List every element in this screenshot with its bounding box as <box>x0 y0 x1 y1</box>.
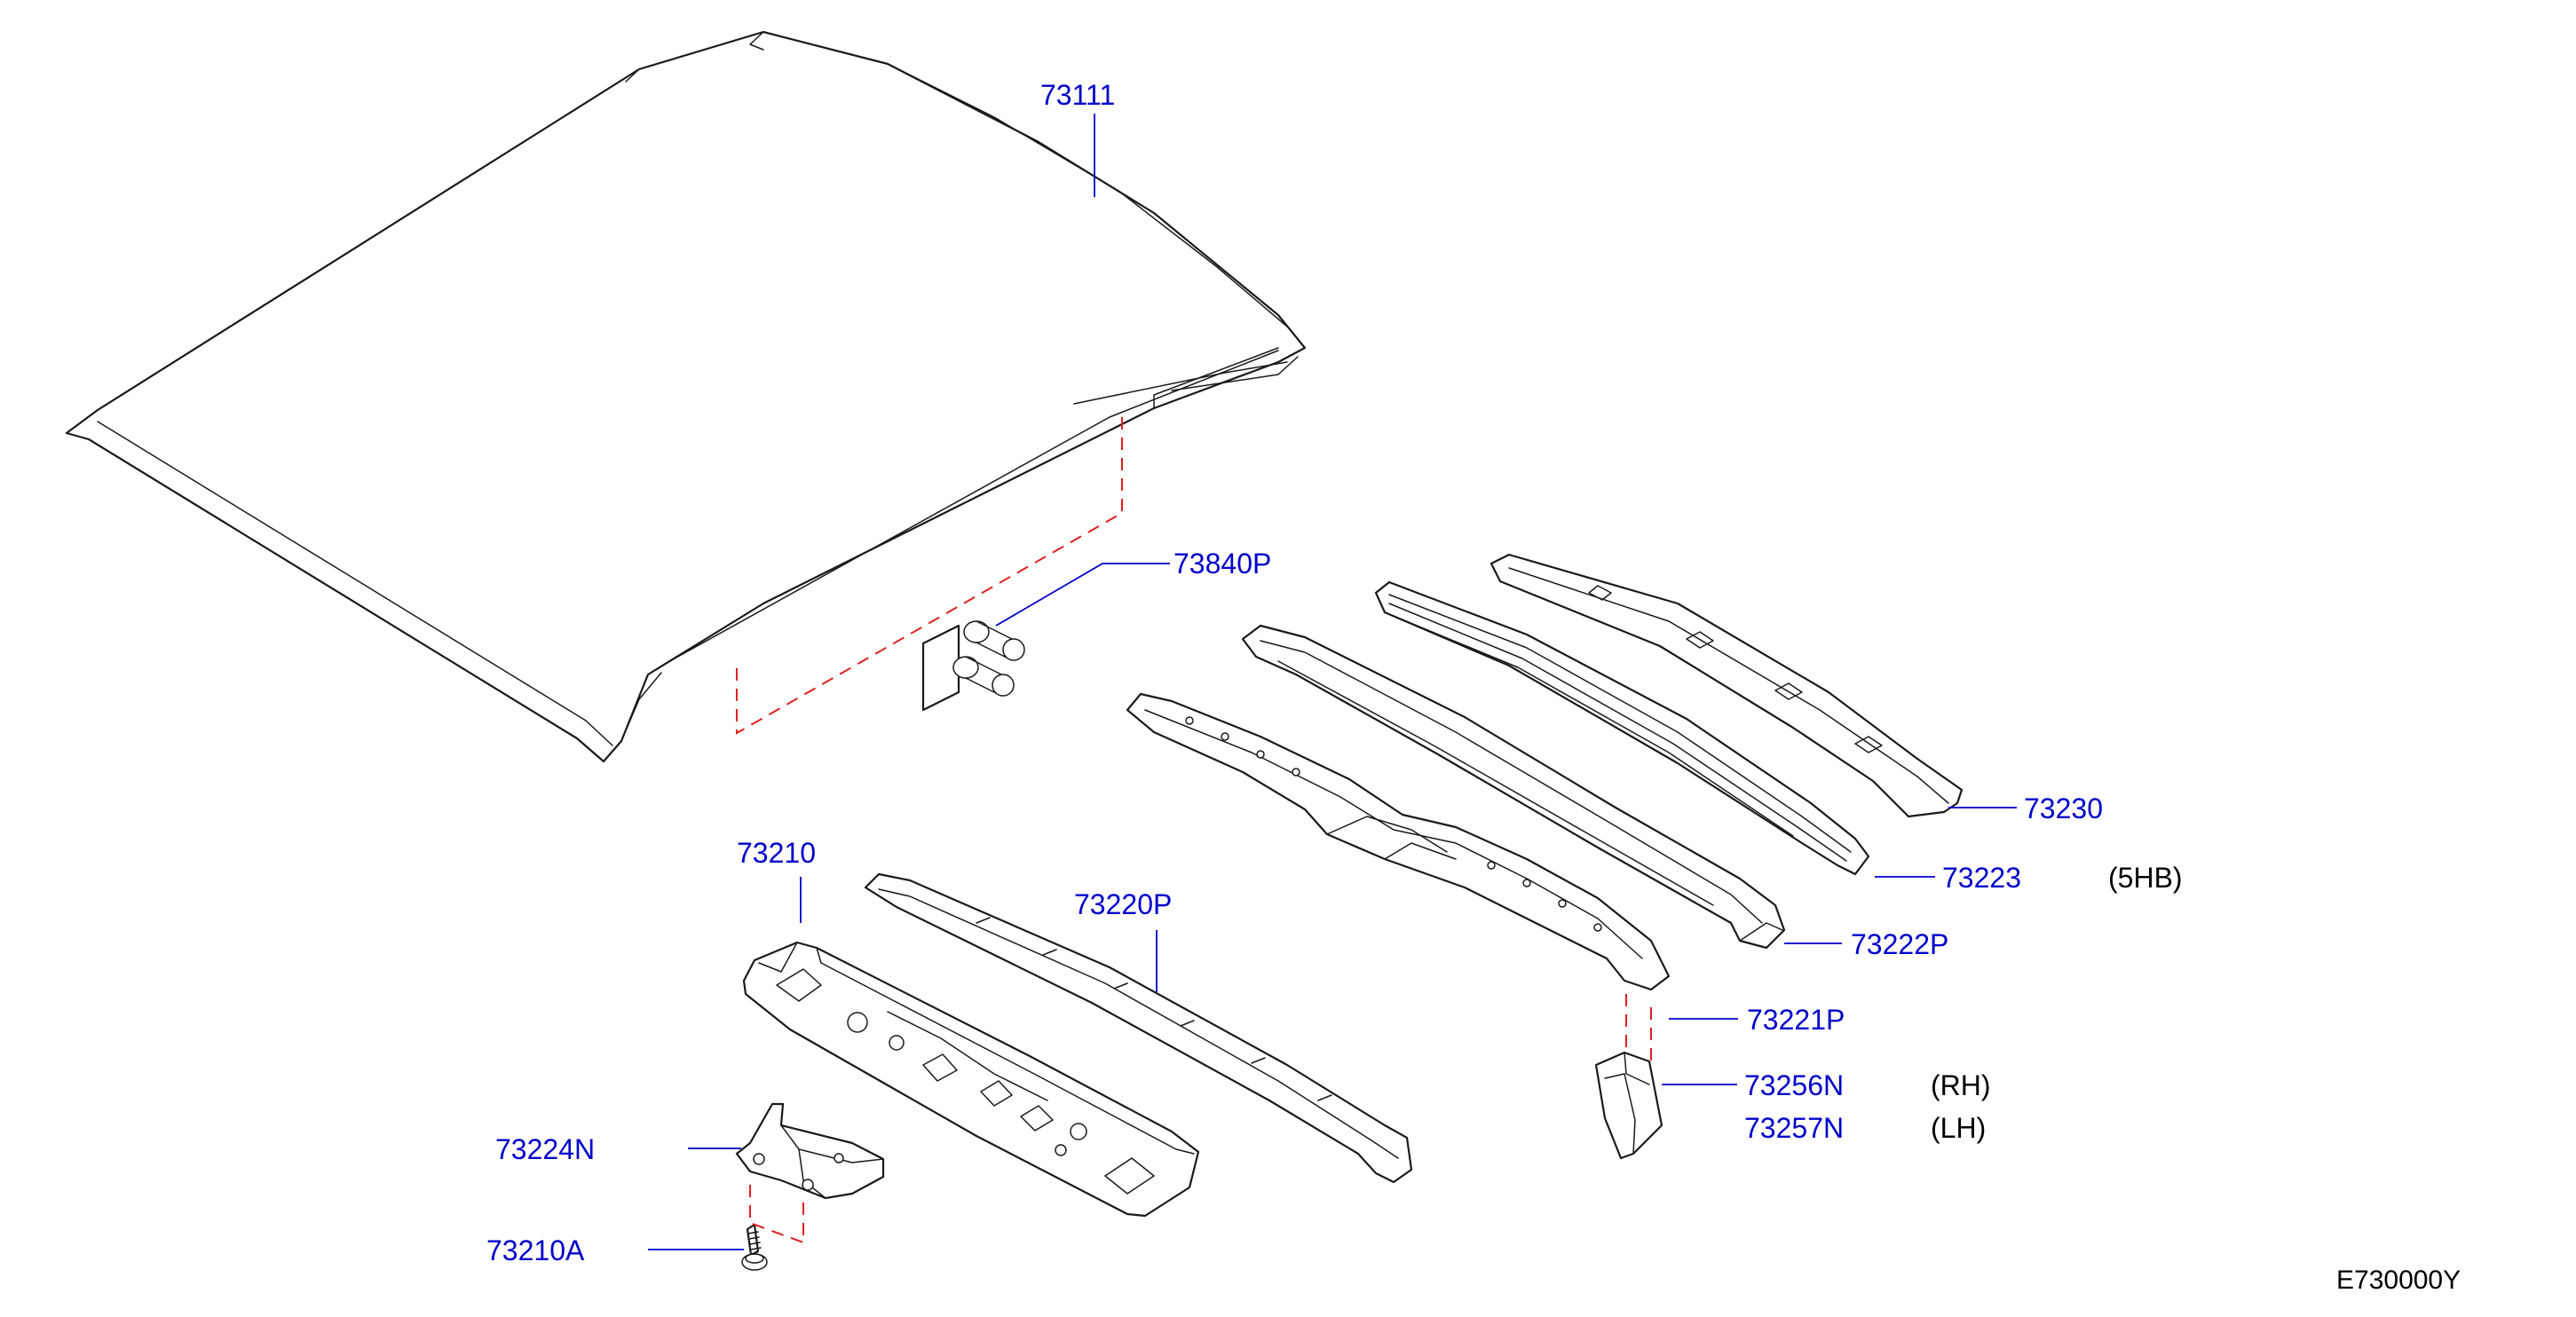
note-lh: (LH) <box>1931 1112 1986 1144</box>
label-73111: 73111 <box>1040 79 1115 111</box>
label-73221p: 73221P <box>1747 1004 1845 1036</box>
label-73222p: 73222P <box>1851 928 1948 960</box>
bow-73220p <box>864 872 1413 1184</box>
header-73210 <box>742 941 1200 1218</box>
note-rh: (RH) <box>1931 1069 1991 1101</box>
diagram-code: E730000Y <box>2336 1266 2461 1295</box>
rail-73230 <box>1489 553 1964 818</box>
label-73223: 73223 <box>1942 862 2021 894</box>
label-73220p: 73220P <box>1074 888 1172 920</box>
label-73840p: 73840P <box>1173 548 1271 580</box>
assembly-lines <box>736 417 1652 1244</box>
screw-73210a <box>741 1223 768 1271</box>
label-73230: 73230 <box>2024 793 2103 824</box>
label-73257n: 73257N <box>1744 1112 1844 1144</box>
bracket-73256n <box>1594 1051 1663 1160</box>
clip-73840p <box>921 620 1025 712</box>
label-73256n: 73256N <box>1744 1069 1844 1101</box>
note-5hb: (5HB) <box>2108 862 2183 894</box>
leader-lines <box>648 114 2017 1250</box>
roof-panel <box>65 30 1307 763</box>
bow-73223 <box>1374 580 1870 876</box>
label-73224n: 73224N <box>495 1133 595 1165</box>
label-73210: 73210 <box>737 837 816 869</box>
bracket-73224n <box>735 1102 885 1200</box>
label-73210a: 73210A <box>486 1234 585 1266</box>
rail-73221p <box>1126 692 1671 991</box>
bow-73222p <box>1241 624 1786 950</box>
